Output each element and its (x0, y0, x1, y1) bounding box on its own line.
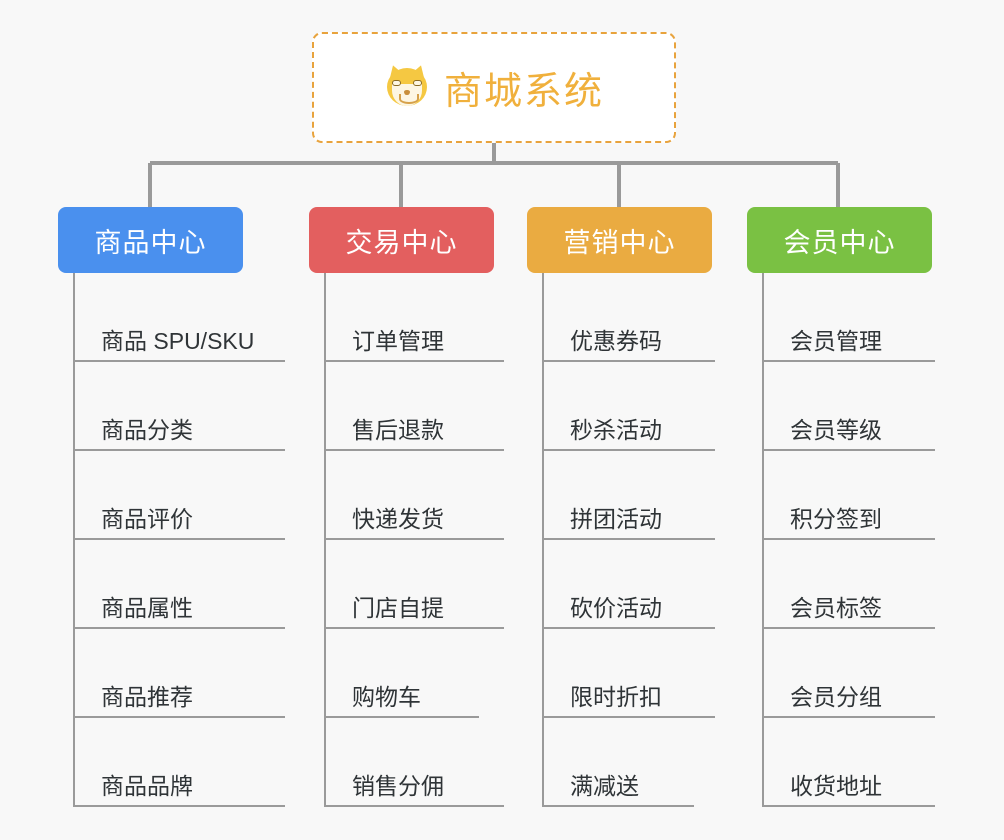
leaf-item[interactable]: 门店自提 (324, 540, 504, 629)
leaf-item[interactable]: 商品属性 (73, 540, 285, 629)
branch-header-1[interactable]: 交易中心 (309, 207, 494, 273)
leaf-item[interactable]: 商品 SPU/SKU (73, 273, 285, 362)
leaf-item[interactable]: 拼团活动 (542, 451, 715, 540)
leaf-item[interactable]: 商品评价 (73, 451, 285, 540)
leaf-item[interactable]: 会员标签 (762, 540, 935, 629)
leaf-list-0: 商品 SPU/SKU 商品分类 商品评价 商品属性 商品推荐 商品品牌 (58, 273, 285, 807)
leaf-item[interactable]: 满减送 (542, 718, 694, 807)
leaf-spine-3 (762, 273, 764, 807)
branch-交易中心: 交易中心 订单管理 售后退款 快递发货 门店自提 购物车 销售分佣 (309, 207, 504, 807)
leaf-item[interactable]: 积分签到 (762, 451, 935, 540)
leaf-item[interactable]: 快递发货 (324, 451, 504, 540)
root-title: 商城系统 (443, 71, 604, 113)
leaf-item[interactable]: 购物车 (324, 629, 479, 718)
leaf-item[interactable]: 商品分类 (73, 362, 285, 451)
root-node[interactable]: 商城系统 (312, 32, 676, 143)
leaf-spine-2 (542, 273, 544, 807)
leaf-item[interactable]: 商品推荐 (73, 629, 285, 718)
leaf-item[interactable]: 售后退款 (324, 362, 504, 451)
branch-商品中心: 商品中心 商品 SPU/SKU 商品分类 商品评价 商品属性 商品推荐 商品品牌 (58, 207, 285, 807)
leaf-list-1: 订单管理 售后退款 快递发货 门店自提 购物车 销售分佣 (309, 273, 504, 807)
branch-营销中心: 营销中心 优惠券码 秒杀活动 拼团活动 砍价活动 限时折扣 满减送 (527, 207, 715, 807)
leaf-item[interactable]: 商品品牌 (73, 718, 285, 807)
leaf-item[interactable]: 会员等级 (762, 362, 935, 451)
leaf-item[interactable]: 限时折扣 (542, 629, 715, 718)
leaf-spine-0 (73, 273, 75, 807)
branch-header-3[interactable]: 会员中心 (747, 207, 932, 273)
leaf-item[interactable]: 订单管理 (324, 273, 504, 362)
leaf-item[interactable]: 收货地址 (762, 718, 935, 807)
leaf-item[interactable]: 销售分佣 (324, 718, 504, 807)
leaf-item[interactable]: 秒杀活动 (542, 362, 715, 451)
leaf-item[interactable]: 会员分组 (762, 629, 935, 718)
branch-会员中心: 会员中心 会员管理 会员等级 积分签到 会员标签 会员分组 收货地址 (747, 207, 935, 807)
leaf-item[interactable]: 会员管理 (762, 273, 935, 362)
leaf-item[interactable]: 砍价活动 (542, 540, 715, 629)
leaf-spine-1 (324, 273, 326, 807)
branch-header-0[interactable]: 商品中心 (58, 207, 243, 273)
branch-header-2[interactable]: 营销中心 (527, 207, 712, 273)
shiba-dog-face-icon (384, 62, 430, 111)
leaf-list-3: 会员管理 会员等级 积分签到 会员标签 会员分组 收货地址 (747, 273, 935, 807)
leaf-item[interactable]: 优惠券码 (542, 273, 715, 362)
leaf-list-2: 优惠券码 秒杀活动 拼团活动 砍价活动 限时折扣 满减送 (527, 273, 715, 807)
